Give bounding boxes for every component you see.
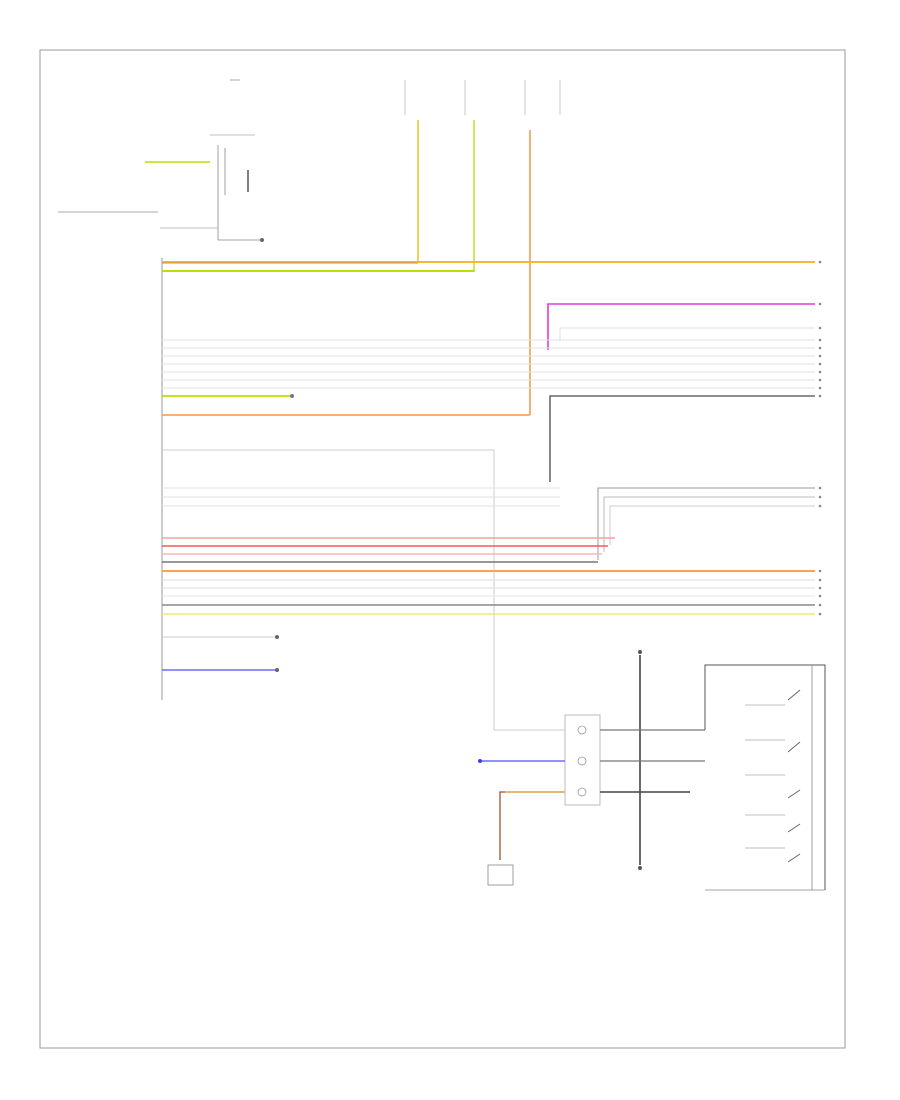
top-left-control-block <box>145 79 264 242</box>
main-wire-bundle <box>162 261 815 720</box>
diagram-frame <box>39 49 846 1049</box>
top-fuse-group <box>404 80 561 415</box>
lower-right-switch-module <box>478 650 826 891</box>
right-terminal-column <box>818 260 822 616</box>
